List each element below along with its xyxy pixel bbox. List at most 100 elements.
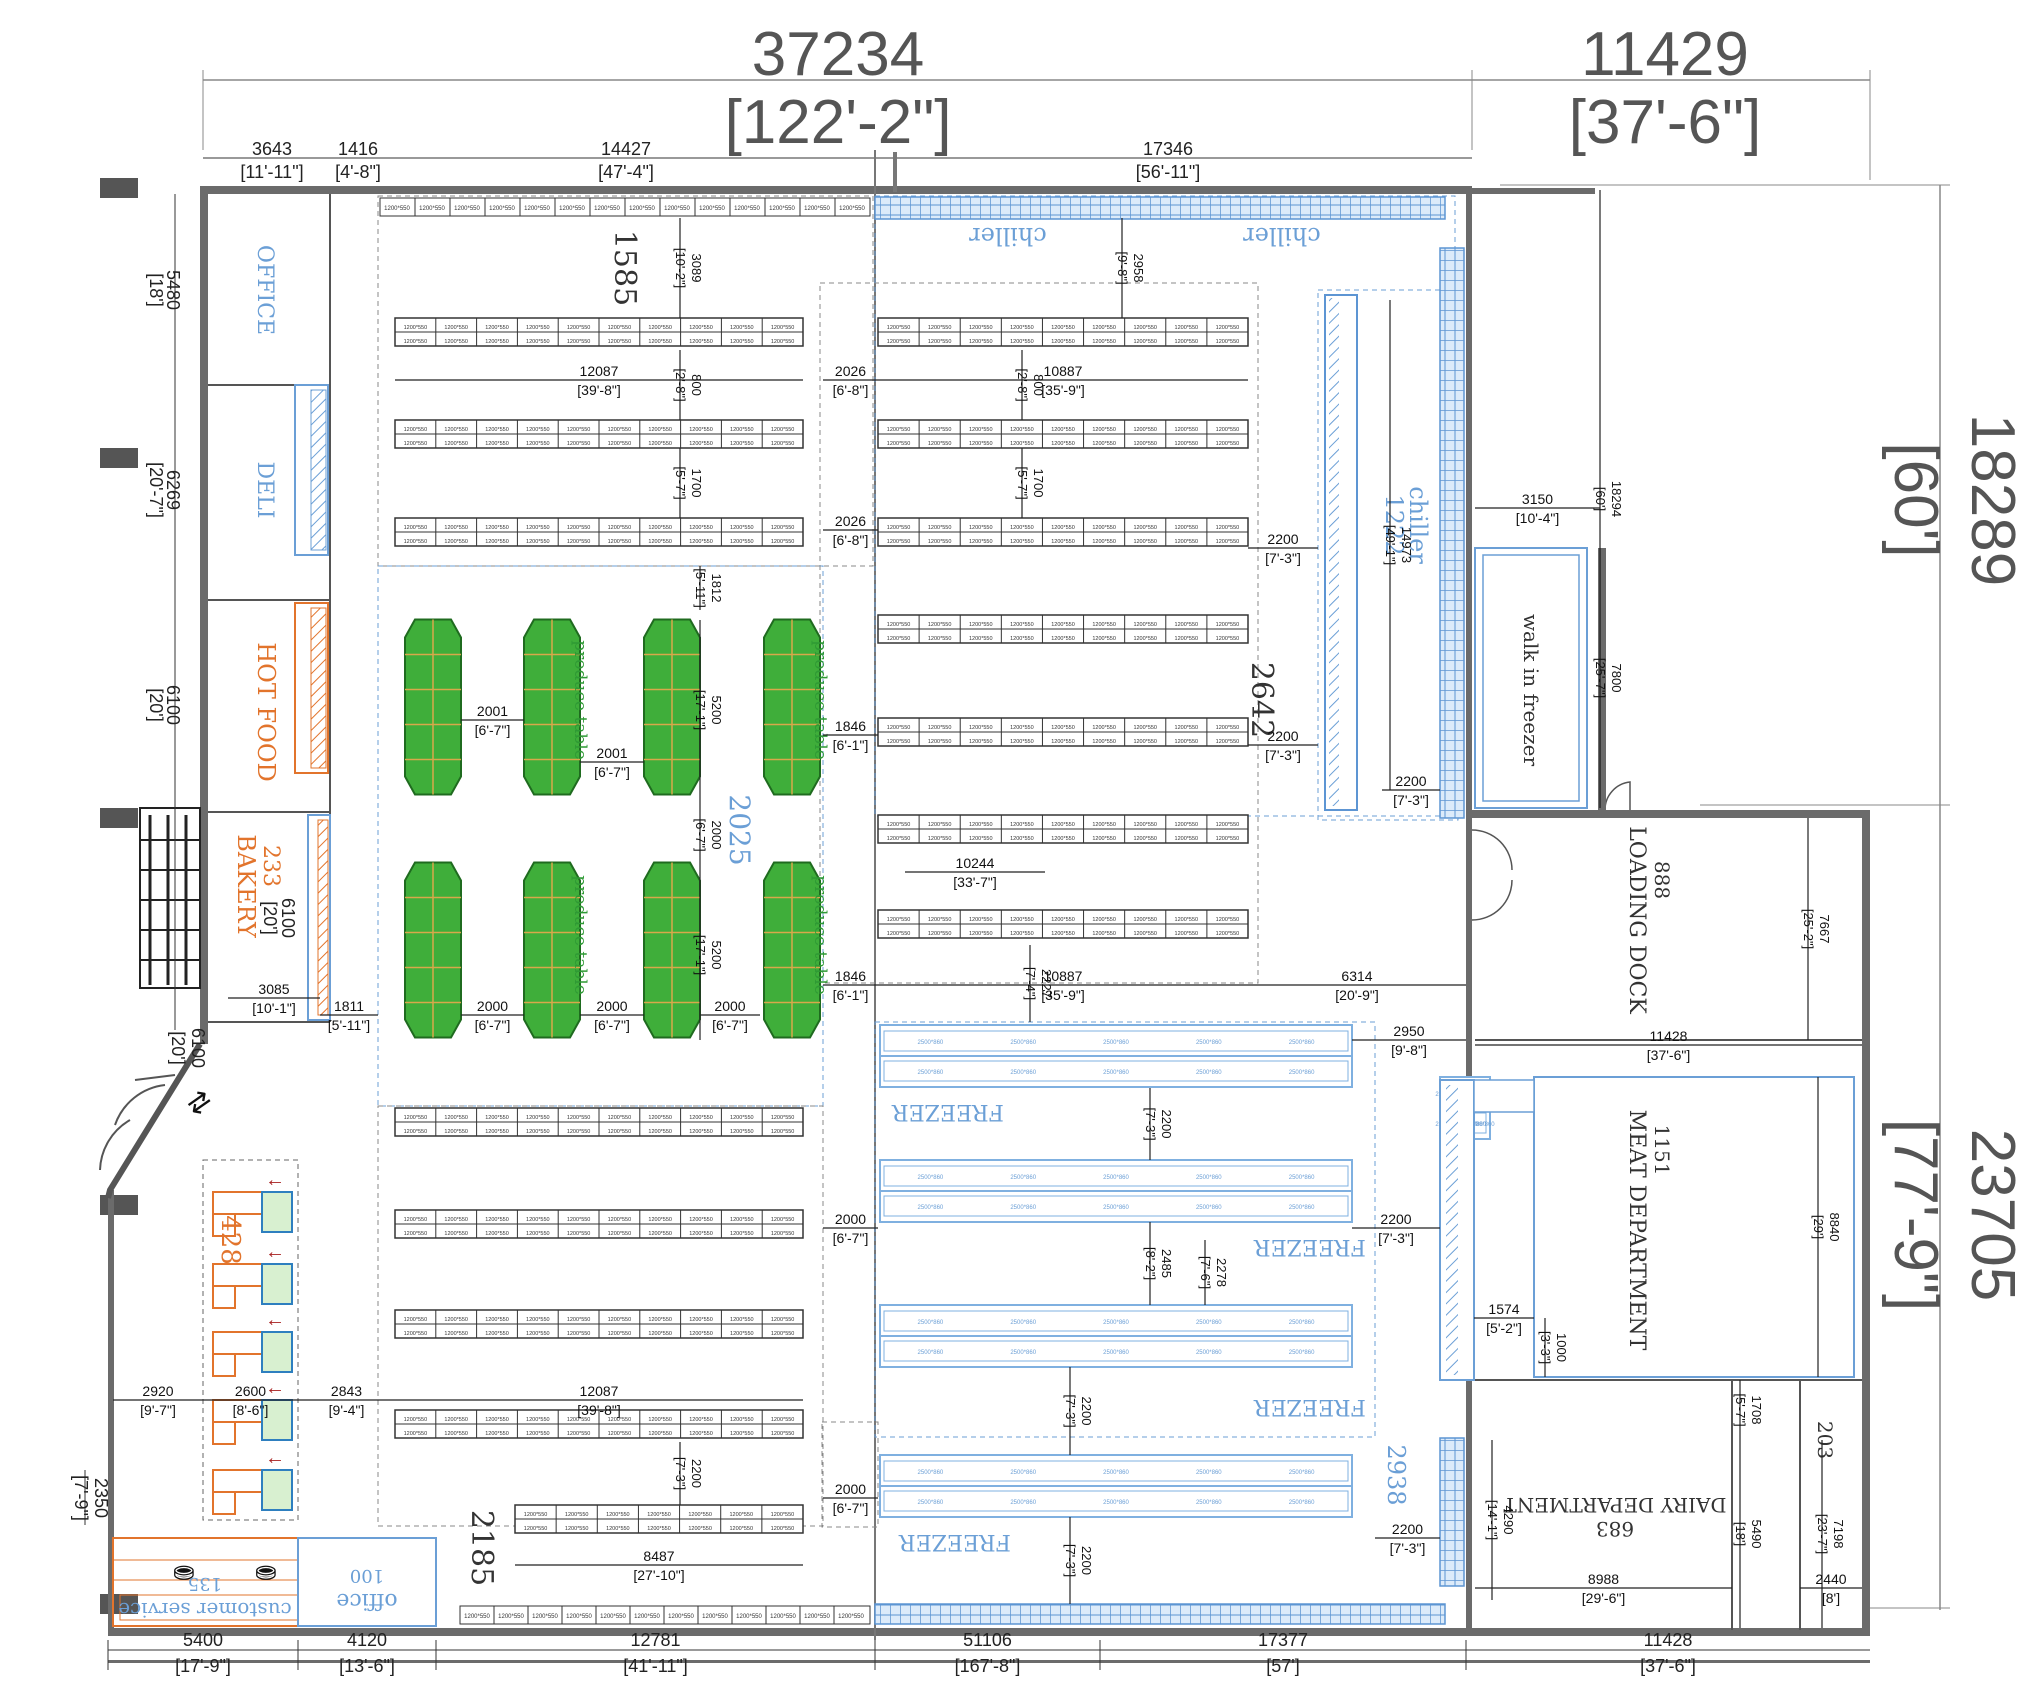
- svg-text:[41'-11"]: [41'-11"]: [623, 1656, 688, 1676]
- svg-text:2350: 2350: [91, 1478, 111, 1518]
- shelf-cell-label: 1200*550: [689, 1331, 713, 1337]
- small-office-label: office: [336, 1588, 397, 1613]
- shelf-cell-label: 1200*550: [887, 636, 911, 642]
- left-dim-4: 6100 [20']: [260, 898, 298, 938]
- svg-text:[9'-7"]: [9'-7"]: [140, 1402, 176, 1418]
- freezer-label-2: FREEZER: [1253, 1234, 1366, 1259]
- dairy-label: DAIRY DEPARTMENT: [1503, 1493, 1727, 1517]
- shelf-cell-label: 1200*550: [1092, 339, 1116, 345]
- svg-text:[10'-4"]: [10'-4"]: [1516, 510, 1559, 526]
- shelf-cell-label: 1200*550: [444, 441, 468, 447]
- shelf-cell-label: 1200*550: [689, 325, 713, 331]
- shelf-cell-label: 1200*550: [689, 1431, 713, 1437]
- top-dim-4: 17346: [1143, 139, 1193, 159]
- svg-text:[6'-8"]: [6'-8"]: [833, 532, 869, 548]
- shelf-cell-label: 1200*550: [1133, 427, 1157, 433]
- shelf-cell-label: 1200*550: [485, 1115, 509, 1121]
- top-dim-3-ft: [47'-4"]: [598, 162, 654, 182]
- shelf-cell-label: 1200*550: [1010, 539, 1034, 545]
- svg-text:8487: 8487: [643, 1548, 674, 1564]
- freezer-cell-label: 2500*860: [1289, 1175, 1315, 1181]
- svg-text:[9'-8"]: [9'-8"]: [1115, 251, 1130, 284]
- shelf-cell-label: 1200*550: [804, 206, 830, 212]
- shelf-cell-label: 1200*550: [730, 525, 754, 531]
- freezer-cell-label: 2500*860: [1010, 1350, 1036, 1356]
- shelf-cell-label: 1200*550: [608, 1217, 632, 1223]
- shelf-cell-label: 1200*550: [1175, 822, 1199, 828]
- shelf-cell-label: 1200*550: [969, 636, 993, 642]
- zone-203: 203: [1813, 1421, 1837, 1459]
- shelf-cell-label: 1200*550: [969, 325, 993, 331]
- freezer-cell-label: 2500*860: [1010, 1175, 1036, 1181]
- dimension-d2485: 2485[8'-2"]: [1143, 1222, 1174, 1305]
- svg-text:2600: 2600: [235, 1383, 266, 1399]
- shelf-cell-label: 1200*550: [771, 325, 795, 331]
- freezer-cell-label: 2500*860: [1289, 1205, 1315, 1211]
- produce-label-4: produce table: [810, 875, 830, 994]
- svg-text:[37'-6"]: [37'-6"]: [1647, 1047, 1690, 1063]
- shelf-cell-label: 1200*550: [1175, 539, 1199, 545]
- shelf-cell-label: 1200*550: [647, 1512, 671, 1518]
- shelf-cell-label: 1200*550: [1133, 822, 1157, 828]
- svg-text:[10'-2"]: [10'-2"]: [673, 248, 688, 288]
- customer-service-num: 135: [188, 1573, 222, 1594]
- svg-text:[5'-7"]: [5'-7"]: [673, 466, 688, 499]
- freezer-label-1: FREEZER: [891, 1099, 1004, 1124]
- dimension-d12087a: 12087[39'-8"]: [395, 363, 803, 398]
- loading-dock: 888 LOADING DOCK: [1471, 826, 1674, 1014]
- shelf-cell-label: 1200*550: [1051, 525, 1075, 531]
- dimension-d1708: 1708[5'-7"]: [1733, 1380, 1764, 1440]
- shelf-cell-label: 1200*550: [498, 1614, 524, 1620]
- shelf-cell-label: 1200*550: [887, 622, 911, 628]
- shelf-cell-label: 1200*550: [1051, 636, 1075, 642]
- shelf-cell-label: 1200*550: [1092, 525, 1116, 531]
- shelf-cell-label: 1200*550: [770, 1614, 796, 1620]
- shelf-cell-label: 1200*550: [1051, 917, 1075, 923]
- shelf-cell-label: 1200*550: [485, 525, 509, 531]
- svg-text:[17'-1"]: [17'-1"]: [693, 935, 708, 975]
- top-dim-2: 1416: [338, 139, 378, 159]
- shelf-cell-label: 1200*550: [608, 339, 632, 345]
- svg-text:[7'-9"]: [7'-9"]: [71, 1475, 91, 1521]
- shelf-cell-label: 1200*550: [664, 206, 690, 212]
- shelf-cell-label: 1200*550: [887, 525, 911, 531]
- svg-text:[9'-8"]: [9'-8"]: [1391, 1042, 1427, 1058]
- shelf-cell-label: 1200*550: [771, 525, 795, 531]
- dimension-d2200i: 2200[7'-3"]: [673, 1442, 704, 1505]
- top-right-dim: 11429: [1581, 20, 1749, 89]
- dimension-d11428: 11428[37'-6"]: [1475, 1028, 1862, 1063]
- produce-table: [643, 618, 701, 796]
- shelf-cell-label: 1200*550: [1010, 622, 1034, 628]
- dimension-d2440: 2440[8']: [1800, 1571, 1862, 1606]
- shelf-cell-label: 1200*550: [608, 539, 632, 545]
- shelf-cell-label: 1200*550: [634, 1614, 660, 1620]
- dimension-d8988: 8988[29'-6"]: [1475, 1571, 1732, 1606]
- shelf-cell-label: 1200*550: [404, 1115, 428, 1121]
- dimension-d5490: 5490[18']: [1733, 1440, 1764, 1628]
- shelf-cell-label: 1200*550: [699, 206, 725, 212]
- freezer-cell-label: 2500*860: [1010, 1205, 1036, 1211]
- shelf-cell-label: 1200*550: [524, 206, 550, 212]
- zone-2185: 2185: [464, 1510, 499, 1586]
- svg-text:12781: 12781: [630, 1630, 680, 1650]
- produce-table: [404, 618, 462, 796]
- shelf-cell-label: 1200*550: [771, 339, 795, 345]
- shelf-cell-label: 1200*550: [629, 206, 655, 212]
- shelf-cell-label: 1200*550: [565, 1526, 589, 1532]
- small-office: office 100: [297, 1537, 437, 1627]
- shelf-cell-label: 1200*550: [1216, 636, 1240, 642]
- shelf-cell-label: 1200*550: [1010, 339, 1034, 345]
- dimension-d2600: 2600[8'-6"]: [203, 1383, 298, 1418]
- shelf-cell-label: 1200*550: [730, 325, 754, 331]
- svg-text:6314: 6314: [1341, 968, 1372, 984]
- shelf-cell-label: 1200*550: [689, 427, 713, 433]
- gondola-shelf: 1200*5501200*5501200*5501200*5501200*550…: [394, 1409, 804, 1439]
- svg-text:[25'-7"]: [25'-7"]: [1593, 658, 1608, 698]
- svg-text:8840: 8840: [1827, 1213, 1842, 1242]
- dimension-d7800: 7800[25'-7"]: [1593, 548, 1624, 808]
- shelf-cell-label: 1200*550: [887, 325, 911, 331]
- shelf-cell-label: 1200*550: [526, 1217, 550, 1223]
- shelf-cell-label: 1200*550: [485, 339, 509, 345]
- shelf-cell-label: 1200*550: [730, 539, 754, 545]
- shelf-cell-label: 1200*550: [1051, 822, 1075, 828]
